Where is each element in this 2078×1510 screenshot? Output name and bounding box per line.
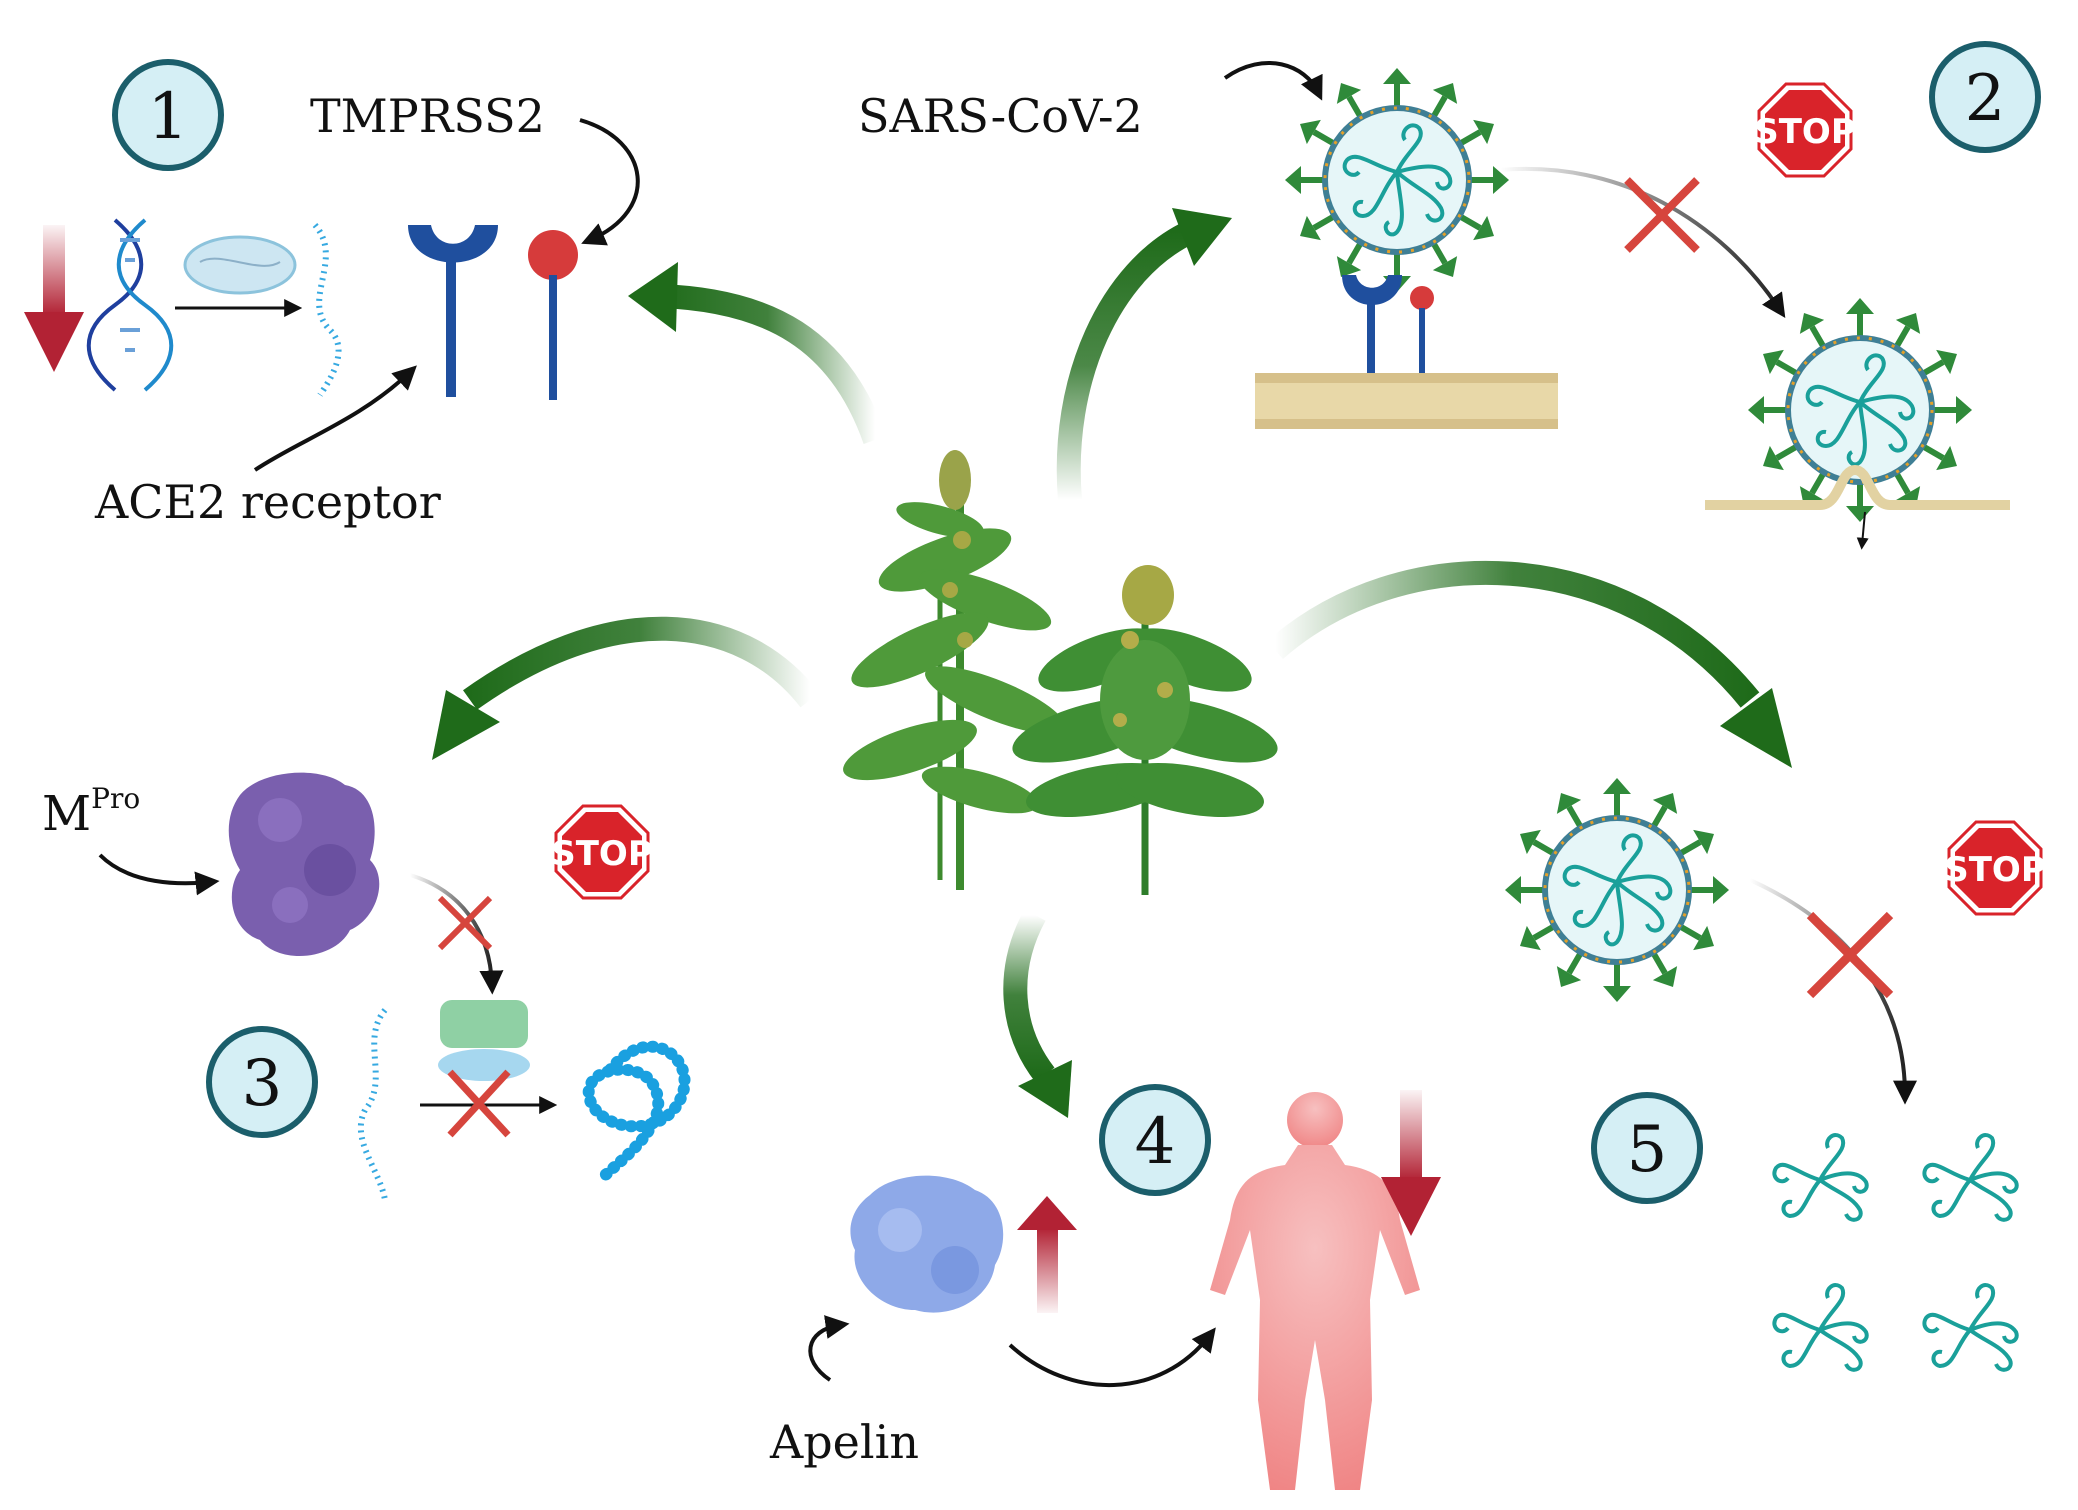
mpro-label: MPro	[42, 782, 140, 842]
cannabis-plant-right	[1012, 565, 1278, 895]
svg-text:2: 2	[1965, 62, 2006, 136]
stop-sign-5: STOP	[1944, 820, 2046, 916]
panel-1-gene-expression: 1 TMPRSS2 ACE2 re	[24, 59, 640, 529]
virus-endocytosis	[1748, 298, 1972, 522]
apelin-label: Apelin	[769, 1415, 919, 1469]
block-x-2	[1624, 177, 1700, 253]
badge-3: 3	[206, 1026, 318, 1138]
badge-4: 4	[1099, 1084, 1211, 1196]
green-arrows	[432, 208, 1792, 1118]
sars-cov-2-label: SARS-CoV-2	[858, 89, 1143, 143]
stop-sign-3: STOP	[551, 804, 653, 900]
mrna-strand-3	[357, 1008, 388, 1201]
tmprss2-label: TMPRSS2	[310, 89, 545, 143]
cannabis-plants-illustration	[843, 450, 1278, 895]
rna-genome-4	[1922, 1283, 2019, 1372]
virus-replication	[1505, 778, 1729, 1002]
polymerase-icon	[183, 235, 297, 295]
ace2-receptor-label: ACE2 receptor	[94, 475, 441, 529]
mpro-protein-icon	[228, 772, 380, 957]
panel-4-apelin: 4 Apelin	[769, 1084, 1441, 1490]
down-arrow-red-4	[1381, 1090, 1441, 1236]
svg-text:4: 4	[1135, 1105, 1176, 1179]
virus-binding	[1285, 68, 1509, 292]
badge-5: 5	[1591, 1092, 1703, 1204]
human-body-icon	[1210, 1092, 1420, 1490]
panel-2-viral-entry: SARS-CoV-2 STOP 2	[858, 41, 2041, 550]
cell-membrane-1	[1255, 373, 1558, 429]
tmprss2-protein-icon	[528, 230, 578, 400]
rna-genome-3	[1772, 1283, 1869, 1372]
mrna-strand-1	[312, 223, 342, 397]
svg-text:3: 3	[242, 1047, 283, 1121]
polypeptide-chain	[582, 1040, 691, 1186]
rna-genome-1	[1772, 1133, 1869, 1222]
svg-text:5: 5	[1627, 1113, 1668, 1187]
hemp-plant-left	[843, 450, 1065, 890]
block-x-5	[1806, 911, 1894, 999]
block-x-3a	[437, 895, 493, 951]
ace2-receptor-icon	[408, 225, 498, 397]
svg-text:STOP: STOP	[1754, 112, 1856, 152]
cell-membrane-2	[1705, 464, 2010, 510]
badge-2: 2	[1929, 41, 2041, 153]
svg-text:1: 1	[148, 80, 189, 154]
ribosome-icon	[438, 1000, 530, 1081]
svg-text:STOP: STOP	[1944, 850, 2046, 890]
up-arrow-red	[1017, 1196, 1077, 1313]
dna-icon	[86, 218, 174, 392]
badge-1: 1	[112, 59, 224, 171]
panel-5-replication-block: STOP 5	[1505, 778, 2046, 1372]
svg-text:STOP: STOP	[551, 834, 653, 874]
down-arrow-red-1	[24, 225, 84, 372]
stop-sign-2: STOP	[1754, 82, 1856, 178]
rna-genome-2	[1922, 1133, 2019, 1222]
block-x-3b	[447, 1069, 511, 1138]
host-receptors	[1342, 275, 1434, 375]
apelin-protein-icon	[850, 1175, 1004, 1313]
panel-3-mpro-inhibition: MPro STOP 3	[42, 772, 691, 1201]
